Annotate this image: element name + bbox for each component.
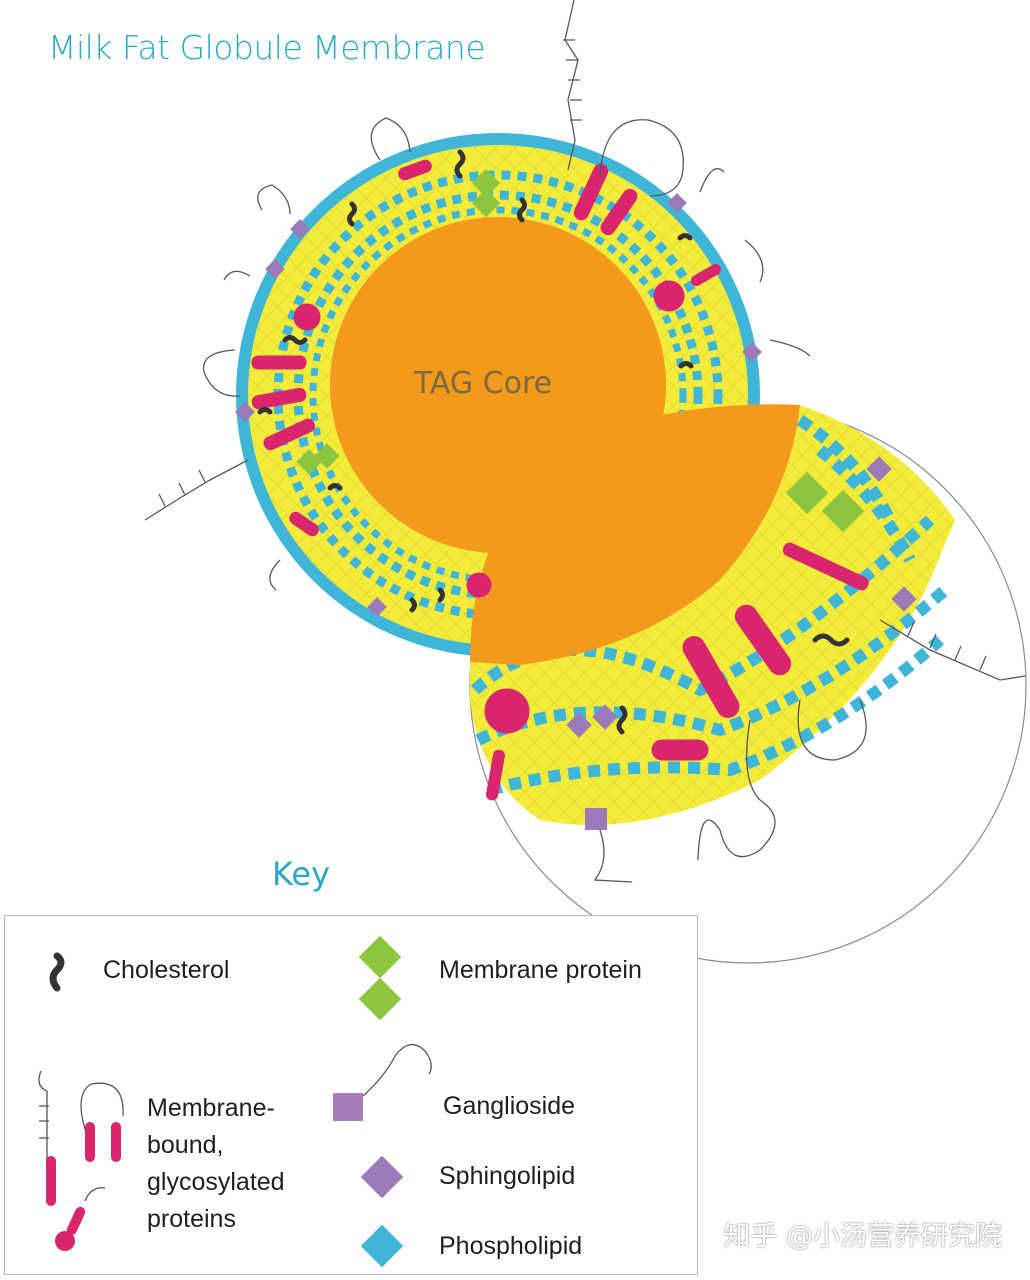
key-label-phospholipid: Phospholipid — [439, 1232, 583, 1260]
diagram-title: Milk Fat Globule Membrane — [48, 28, 486, 67]
key-icons — [38, 935, 432, 1268]
phospholipid-icon — [360, 1224, 404, 1268]
key-label-membrane-bound-2: bound, — [147, 1131, 224, 1159]
key-label-membrane-bound-4: proteins — [147, 1205, 236, 1233]
key-label-ganglioside: Ganglioside — [443, 1092, 576, 1120]
glycan-chains — [144, 0, 1026, 883]
tag-core-label: TAG Core — [413, 366, 552, 401]
membrane-protein-icon — [358, 935, 402, 1021]
key-label-membrane-bound-1: Membrane- — [147, 1094, 275, 1122]
tag-core — [330, 217, 800, 665]
key-label-sphingolipid: Sphingolipid — [439, 1162, 576, 1190]
cholesterol-icon — [49, 952, 65, 992]
key-label-membrane-bound-3: glycosylated — [147, 1168, 285, 1196]
watermark: 知乎 @小汤营养研究院 — [723, 1221, 1002, 1252]
cholesterol-molecules — [257, 149, 850, 735]
key-label-membrane-protein: Membrane protein — [439, 956, 642, 984]
ganglioside-icon — [333, 1044, 432, 1121]
membrane-bound-protein-icon — [38, 1070, 124, 1251]
key-label-cholesterol: Cholesterol — [103, 956, 230, 984]
key-title: Key — [272, 855, 331, 893]
sphingolipid-icon — [360, 1155, 404, 1199]
key-legend: Cholesterol Membrane protein Membrane- b… — [4, 915, 698, 1275]
membrane-bound-proteins — [251, 159, 869, 801]
